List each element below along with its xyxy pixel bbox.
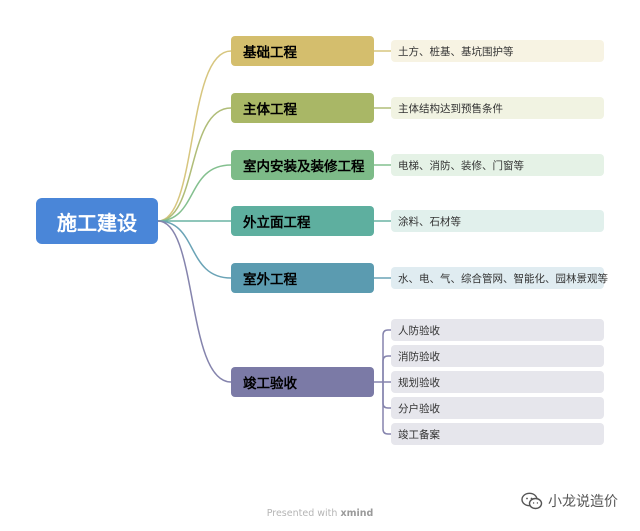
subtopic[interactable]: 土方、桩基、基坑围护等: [391, 40, 604, 62]
subtopic[interactable]: 涂料、石材等: [391, 210, 604, 232]
root-topic[interactable]: 施工建设: [36, 198, 158, 244]
subtopic[interactable]: 人防验收: [391, 319, 604, 341]
subtopic[interactable]: 规划验收: [391, 371, 604, 393]
branch-topic[interactable]: 室内安装及装修工程: [231, 150, 374, 180]
watermark-text: 小龙说造价: [548, 494, 618, 510]
footer-prefix: Presented with: [266, 508, 338, 519]
footer-brand: xmind: [340, 508, 374, 519]
subtopic[interactable]: 分户验收: [391, 397, 604, 419]
subtopic[interactable]: 水、电、气、综合管网、智能化、园林景观等: [391, 267, 608, 289]
subtopic[interactable]: 竣工备案: [391, 423, 604, 445]
branch-topic[interactable]: 外立面工程: [231, 206, 374, 236]
subtopic[interactable]: 主体结构达到预售条件: [391, 97, 604, 119]
branch-topic[interactable]: 基础工程: [231, 36, 374, 66]
watermark: 小龙说造价: [521, 491, 618, 511]
branch-topic[interactable]: 室外工程: [231, 263, 374, 293]
footer-credit: Presented with xmind: [0, 508, 640, 519]
wechat-icon: [521, 492, 543, 510]
branch-topic[interactable]: 主体工程: [231, 93, 374, 123]
branch-topic[interactable]: 竣工验收: [231, 367, 374, 397]
subtopic[interactable]: 电梯、消防、装修、门窗等: [391, 154, 604, 176]
subtopic[interactable]: 消防验收: [391, 345, 604, 367]
